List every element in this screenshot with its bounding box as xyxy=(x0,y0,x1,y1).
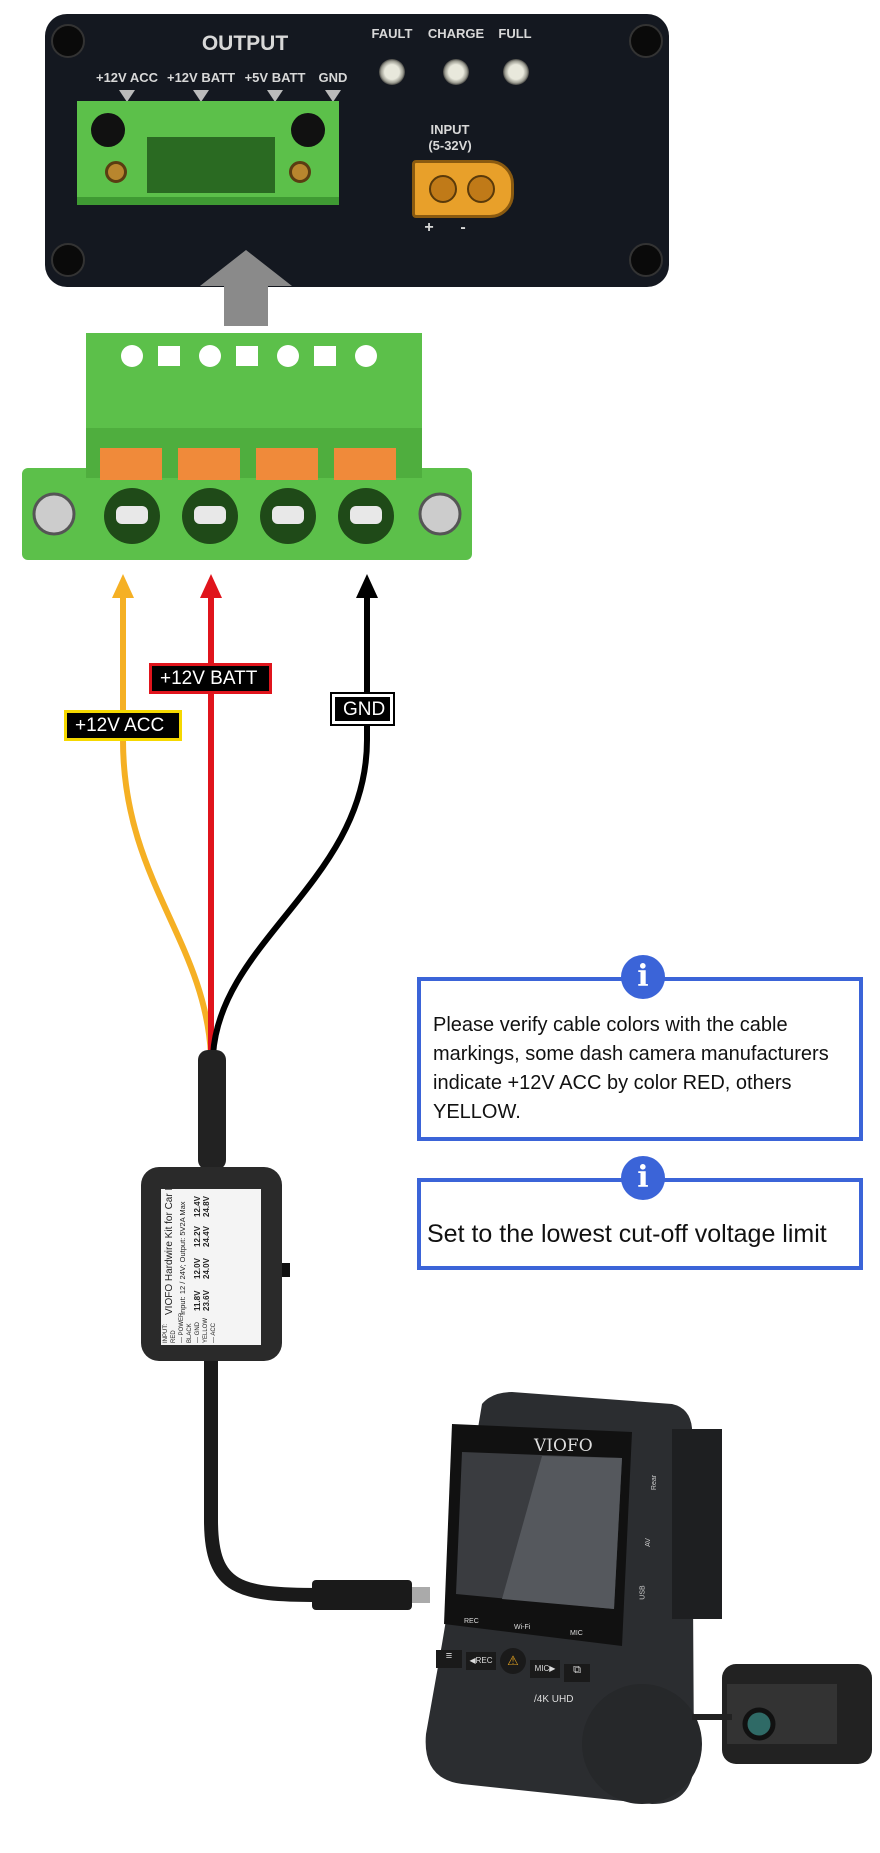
voltage-switch[interactable] xyxy=(282,1263,290,1277)
legend-line: YELLOW xyxy=(203,1317,209,1343)
terminal-label-batt: +12V BATT xyxy=(166,70,236,85)
info-icon: i xyxy=(621,1156,665,1200)
voltage-option: 12.4V xyxy=(193,1196,202,1217)
micro-usb-plug xyxy=(312,1580,412,1610)
port-label-av: AV xyxy=(644,1538,652,1547)
led-charge xyxy=(443,59,469,85)
legend-line: — GND xyxy=(195,1322,201,1343)
led-label-charge: CHARGE xyxy=(427,26,485,41)
terminal-label-gnd: GND xyxy=(318,70,348,85)
dash-camera: VIOFO REC Wi-Fi MIC ≡ ◀REC ⚠ MIC▶ ⧉ /4K … xyxy=(422,1384,878,1844)
screw-icon xyxy=(51,243,85,277)
screw-icon xyxy=(629,24,663,58)
terminal-label-5v: +5V BATT xyxy=(244,70,306,85)
arrow-down-icon xyxy=(119,90,135,102)
power-box-panel: OUTPUT +12V ACC +12V BATT +5V BATT GND F… xyxy=(45,14,669,287)
model-badge: /4K UHD xyxy=(534,1694,574,1705)
insert-arrow-icon xyxy=(200,250,292,326)
screw-icon xyxy=(629,243,663,277)
wire-label-batt: +12V BATT xyxy=(149,663,272,694)
voltage-option: 24.4V xyxy=(202,1226,211,1247)
legend-line: RED xyxy=(171,1330,177,1343)
arrow-up-icon xyxy=(200,574,222,598)
led-fault xyxy=(379,59,405,85)
camera-brand: VIOFO xyxy=(534,1436,593,1456)
input-label: INPUT xyxy=(430,122,470,137)
hardwire-kit-label: VIOFO Hardwire Kit for Car Dash Camera I… xyxy=(161,1189,261,1345)
legend-line: — POWER xyxy=(179,1312,185,1343)
led-label-fault: FAULT xyxy=(371,26,413,41)
arrow-down-icon xyxy=(325,90,341,102)
arrow-down-icon xyxy=(267,90,283,102)
voltage-option: 24.8V xyxy=(202,1196,211,1217)
wire-label-acc: +12V ACC xyxy=(64,710,182,741)
arrow-up-icon xyxy=(356,574,378,598)
info-text: Set to the lowest cut-off voltage limit xyxy=(427,1220,827,1248)
mic-button[interactable]: MIC▶ xyxy=(530,1660,560,1678)
input-range: (5-32V) xyxy=(428,138,472,153)
dash-camera-body xyxy=(425,1392,872,1804)
info-box-cable-colors: i Please verify cable colors with the ca… xyxy=(417,955,863,1141)
voltage-option: 12.2V xyxy=(193,1226,202,1247)
legend-line: INPUT: xyxy=(163,1323,169,1343)
info-box-cutoff: i Set to the lowest cut-off voltage limi… xyxy=(417,1156,863,1270)
cable-strain-relief xyxy=(198,1050,226,1170)
led-label-full: FULL xyxy=(498,26,532,41)
led-full xyxy=(503,59,529,85)
kit-title: VIOFO Hardwire Kit for Car Dash Camera xyxy=(164,1189,175,1315)
rec-button[interactable]: ◀REC xyxy=(466,1652,496,1670)
voltage-option: 12.0V xyxy=(193,1258,202,1279)
screen-label-rec: REC xyxy=(464,1618,479,1625)
voltage-option: 23.6V xyxy=(202,1290,211,1311)
emergency-button[interactable]: ⚠ xyxy=(500,1648,526,1674)
usb-plug-tip xyxy=(412,1587,430,1603)
wire-acc xyxy=(120,590,214,1056)
minus-label: - xyxy=(460,219,466,236)
terminal-label-acc: +12V ACC xyxy=(95,70,159,85)
arrow-up-icon xyxy=(112,574,134,598)
wire-gnd xyxy=(210,590,370,1056)
output-header-socket xyxy=(77,101,339,205)
hardwire-kit: VIOFO Hardwire Kit for Car Dash Camera I… xyxy=(141,1167,290,1361)
voltage-option: 24.0V xyxy=(202,1258,211,1279)
output-title: OUTPUT xyxy=(201,32,289,55)
xt60-input-connector xyxy=(412,160,514,218)
info-text: Please verify cable colors with the cabl… xyxy=(433,1014,829,1123)
voltage-option: 11.8V xyxy=(193,1290,202,1311)
screen-label-wifi: Wi-Fi xyxy=(514,1624,531,1631)
legend-line: — ACC xyxy=(211,1322,217,1343)
arrow-down-icon xyxy=(193,90,209,102)
plus-label: + xyxy=(424,219,434,236)
usb-cable xyxy=(204,1360,321,1602)
screen-switch-button[interactable]: ⧉ xyxy=(564,1664,590,1682)
screw-icon xyxy=(51,24,85,58)
menu-button[interactable]: ≡ xyxy=(436,1650,462,1668)
wire-label-gnd: GND xyxy=(330,692,395,726)
kit-spec: Input: 12 / 24V; Output: 5V2A Max xyxy=(178,1201,187,1315)
port-label-usb: USB xyxy=(639,1585,647,1600)
screen-label-mic: MIC xyxy=(570,1630,583,1637)
info-icon: i xyxy=(621,955,665,999)
legend-line: BLACK xyxy=(187,1323,193,1343)
port-label-rear: Rear xyxy=(651,1474,659,1491)
terminal-plug xyxy=(22,333,472,560)
